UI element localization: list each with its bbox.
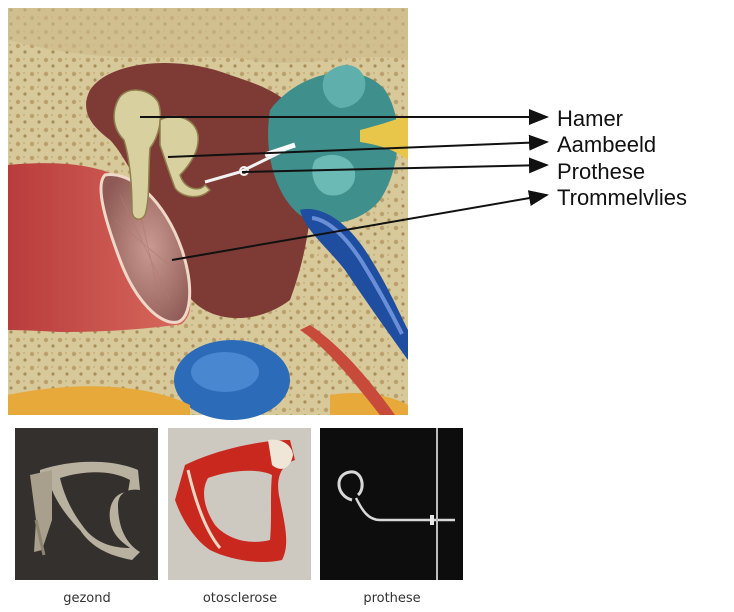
- label-hamer: Hamer: [557, 106, 623, 131]
- label-aambeeld: Aambeeld: [557, 132, 656, 157]
- label-prothese: Prothese: [557, 159, 645, 184]
- caption-prothese: prothese: [317, 591, 467, 606]
- caption-otosclerose: otosclerose: [165, 591, 315, 606]
- photo-gezond: [15, 428, 158, 580]
- photo-prothese: [320, 428, 463, 580]
- ear-cross-section: [8, 8, 408, 420]
- label-trommelvlies: Trommelvlies: [557, 185, 687, 210]
- photo-otosclerose: [168, 428, 311, 580]
- caption-gezond: gezond: [12, 591, 162, 606]
